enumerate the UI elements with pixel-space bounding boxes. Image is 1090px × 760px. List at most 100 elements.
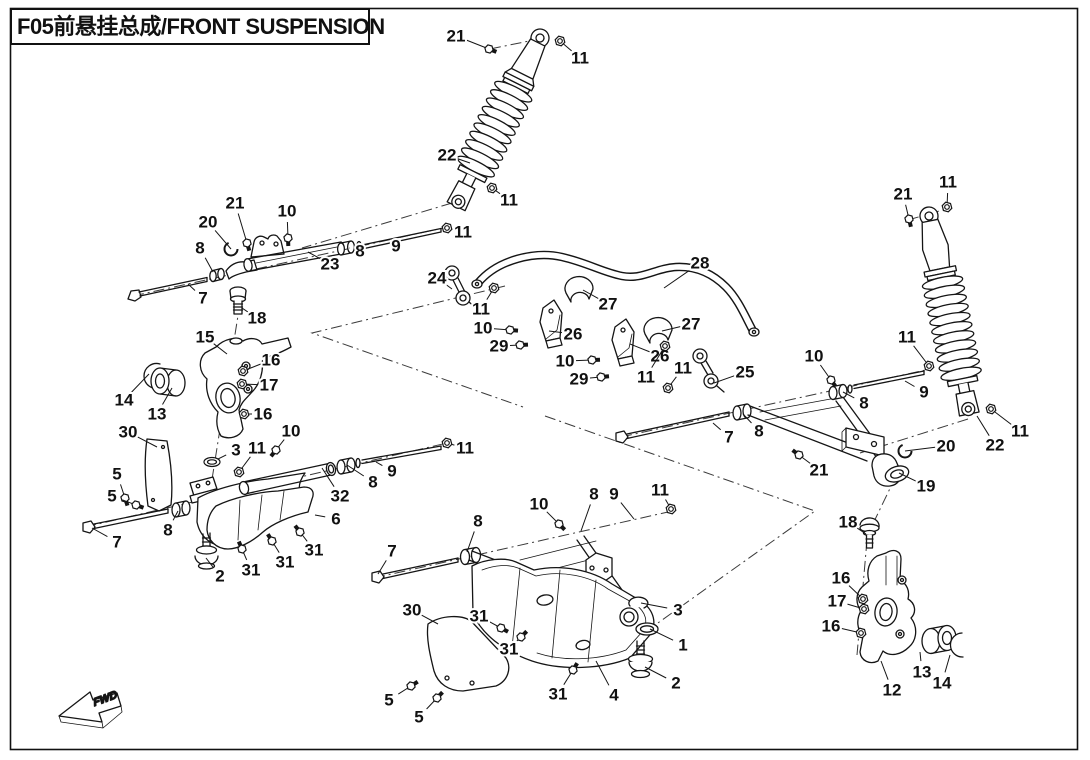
part-number-label: 11: [651, 481, 669, 500]
part-number-label: 18: [248, 309, 267, 328]
leader-line: [377, 560, 387, 575]
bolt-glyph: [131, 500, 141, 510]
part-number-label: 16: [262, 351, 281, 370]
bolt-glyph: [237, 544, 247, 554]
part-number-label: 16: [822, 617, 841, 636]
part-number-label: 11: [248, 439, 266, 458]
part-number-label: 5: [384, 691, 393, 710]
leader-line: [919, 651, 922, 662]
part-number-label: 7: [387, 542, 396, 561]
part-number-label: 10: [556, 352, 575, 371]
part-number-label: 21: [894, 185, 913, 204]
part-number-label: 16: [254, 405, 273, 424]
part-number-label: 11: [500, 191, 518, 210]
bolt-glyph: [267, 536, 277, 546]
bolt-glyph: [596, 372, 606, 382]
leader-line: [314, 514, 326, 518]
bolt-glyph: [295, 527, 305, 537]
part-number-label: 8: [195, 239, 204, 258]
part-number-label: 31: [276, 553, 295, 572]
part-number-label: 28: [691, 254, 710, 273]
upper-arm-left: [127, 227, 442, 315]
part-number-label: 31: [470, 607, 489, 626]
front-shock-left: [446, 28, 550, 212]
nut-glyph: [861, 606, 867, 612]
leader-line: [580, 504, 591, 532]
bolt-glyph: [505, 325, 515, 335]
part-number-label: 31: [549, 685, 568, 704]
part-number-label: 21: [226, 194, 245, 213]
part-number-label: 10: [474, 319, 493, 338]
part-number-label: 30: [119, 423, 138, 442]
part-number-label: 11: [898, 328, 916, 347]
washer-glyph: [206, 459, 218, 465]
part-number-label: 3: [231, 441, 240, 460]
part-number-label: 27: [682, 315, 701, 334]
part-number-label: 13: [913, 663, 932, 682]
part-number-label: 11: [674, 359, 692, 378]
snap-ring-glyph: [897, 443, 913, 459]
part-number-label: 14: [933, 674, 952, 693]
part-number-label: 10: [805, 347, 824, 366]
bolt-glyph: [826, 375, 836, 385]
part-number-label: 15: [196, 328, 215, 347]
leader-line: [445, 284, 453, 290]
leader-line: [457, 158, 471, 164]
leader-line: [904, 446, 936, 452]
snap-ring-glyph: [223, 241, 239, 257]
part-number-label: 8: [473, 512, 482, 531]
leader-line: [307, 251, 321, 260]
leader-line: [137, 436, 158, 448]
part-number-label: 11: [456, 439, 474, 458]
part-number-label: 9: [391, 237, 400, 256]
leader-line: [620, 502, 635, 520]
part-number-label: 10: [278, 202, 297, 221]
sway-bar: [473, 250, 758, 336]
part-number-label: 3: [673, 601, 682, 620]
leader-line: [742, 413, 752, 424]
nut-glyph: [239, 381, 245, 387]
part-number-label: 11: [454, 223, 472, 242]
part-number-label: 23: [321, 255, 340, 274]
part-number-label: 20: [937, 437, 956, 456]
part-number-label: 18: [839, 513, 858, 532]
front-shock-right: [919, 206, 983, 417]
part-number-label: 31: [500, 640, 519, 659]
leader-line: [649, 628, 674, 641]
part-number-label: 8: [368, 473, 377, 492]
part-number-label: 24: [428, 269, 447, 288]
part-number-label: 7: [198, 289, 207, 308]
leader-line: [582, 289, 599, 300]
leader-line: [214, 230, 232, 250]
part-number-label: 29: [570, 370, 589, 389]
part-number-label: 11: [571, 49, 589, 68]
mud-guard-left: [144, 438, 173, 512]
part-number-label: 31: [242, 561, 261, 580]
leader-line: [976, 415, 990, 436]
nut-glyph: [489, 185, 495, 191]
bolt-glyph: [406, 681, 416, 691]
part-number-label: 7: [724, 428, 733, 447]
bolt-glyph: [516, 632, 526, 642]
leader-line: [205, 557, 214, 568]
leader-line: [663, 268, 692, 289]
fwd-arrow: FWD: [58, 688, 123, 729]
bolt-glyph: [271, 445, 281, 455]
leader-line: [421, 614, 439, 625]
part-number-label: 8: [589, 485, 598, 504]
leader-line: [187, 283, 196, 291]
bolt-glyph: [794, 450, 804, 460]
bolt-glyph: [904, 214, 914, 224]
part-number-label: 11: [637, 368, 655, 387]
sway-bushing-clamp: [643, 316, 673, 344]
part-number-label: 19: [917, 477, 936, 496]
part-number-label: 6: [331, 510, 340, 529]
bolt-glyph: [587, 355, 597, 365]
leader-line: [880, 660, 889, 680]
leader-line: [237, 213, 248, 244]
bolt-glyph: [432, 693, 442, 703]
leader-line: [213, 343, 228, 355]
lower-arm-left: [82, 445, 442, 570]
part-number-label: 14: [115, 391, 134, 410]
